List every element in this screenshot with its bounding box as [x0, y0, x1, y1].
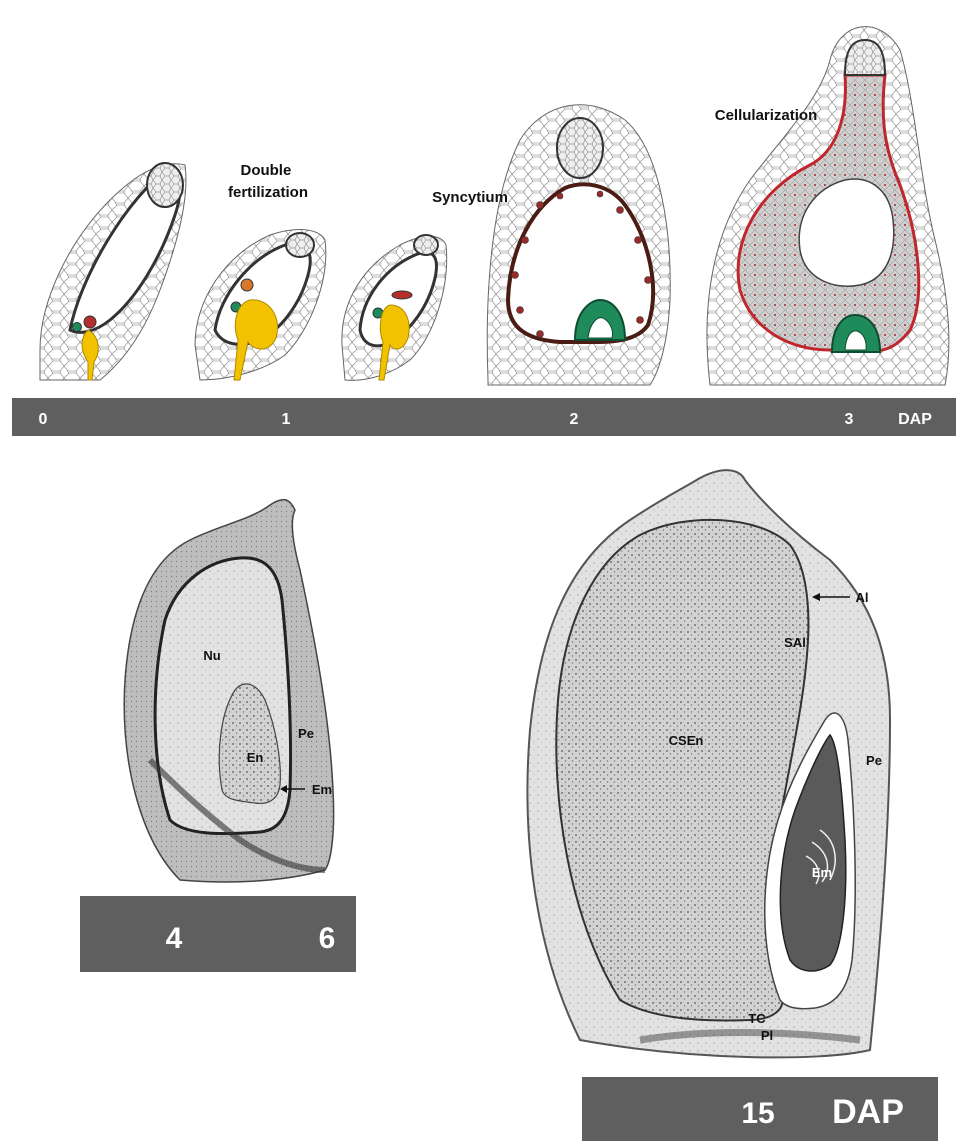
stage-2-drawing — [487, 105, 670, 385]
tick-2: 2 — [570, 411, 579, 428]
al-label: Al — [856, 590, 869, 605]
tick-4: 4 — [166, 922, 183, 955]
left-timeline-bar: 4 6 — [80, 896, 356, 972]
csen-label: CSEn — [669, 733, 704, 748]
tick-15: 15 — [741, 1097, 774, 1130]
egg-cell — [84, 316, 96, 328]
top-timeline-bar: 0 1 2 3 DAP — [12, 398, 956, 436]
em-label-large: Em — [812, 865, 832, 880]
double-fertilization-label: Double fertilization — [228, 162, 308, 201]
right-timeline-bar: 15 DAP — [582, 1077, 938, 1141]
tick-1: 1 — [282, 411, 291, 428]
nu-label: Nu — [203, 648, 220, 663]
stage-1b-drawing — [342, 235, 447, 380]
top-unit-label: DAP — [898, 411, 932, 428]
pe-label-small: Pe — [298, 726, 314, 741]
synergid — [73, 323, 82, 332]
tc-label: TC — [748, 1011, 766, 1026]
en-label-small: En — [247, 750, 264, 765]
section-15-dap: Al SAl CSEn Pe Em TC Pl — [527, 470, 890, 1057]
em-label-small: Em — [312, 782, 332, 797]
section-4-6-dap: Nu En Pe Em — [124, 500, 333, 882]
tick-0: 0 — [39, 411, 48, 428]
pe-label-large: Pe — [866, 753, 882, 768]
syncytium-label: Syncytium — [432, 189, 508, 206]
antipodal-cells — [147, 163, 183, 207]
sal-label: SAl — [784, 635, 806, 650]
stage-3-drawing — [707, 27, 949, 385]
cellularization-label: Cellularization — [715, 107, 818, 124]
stage-0-drawing — [40, 163, 186, 380]
stage-1a-drawing — [195, 230, 326, 380]
pl-label: Pl — [761, 1028, 773, 1043]
tick-6: 6 — [319, 922, 336, 955]
bottom-unit-label: DAP — [832, 1093, 904, 1131]
tick-3: 3 — [845, 411, 854, 428]
